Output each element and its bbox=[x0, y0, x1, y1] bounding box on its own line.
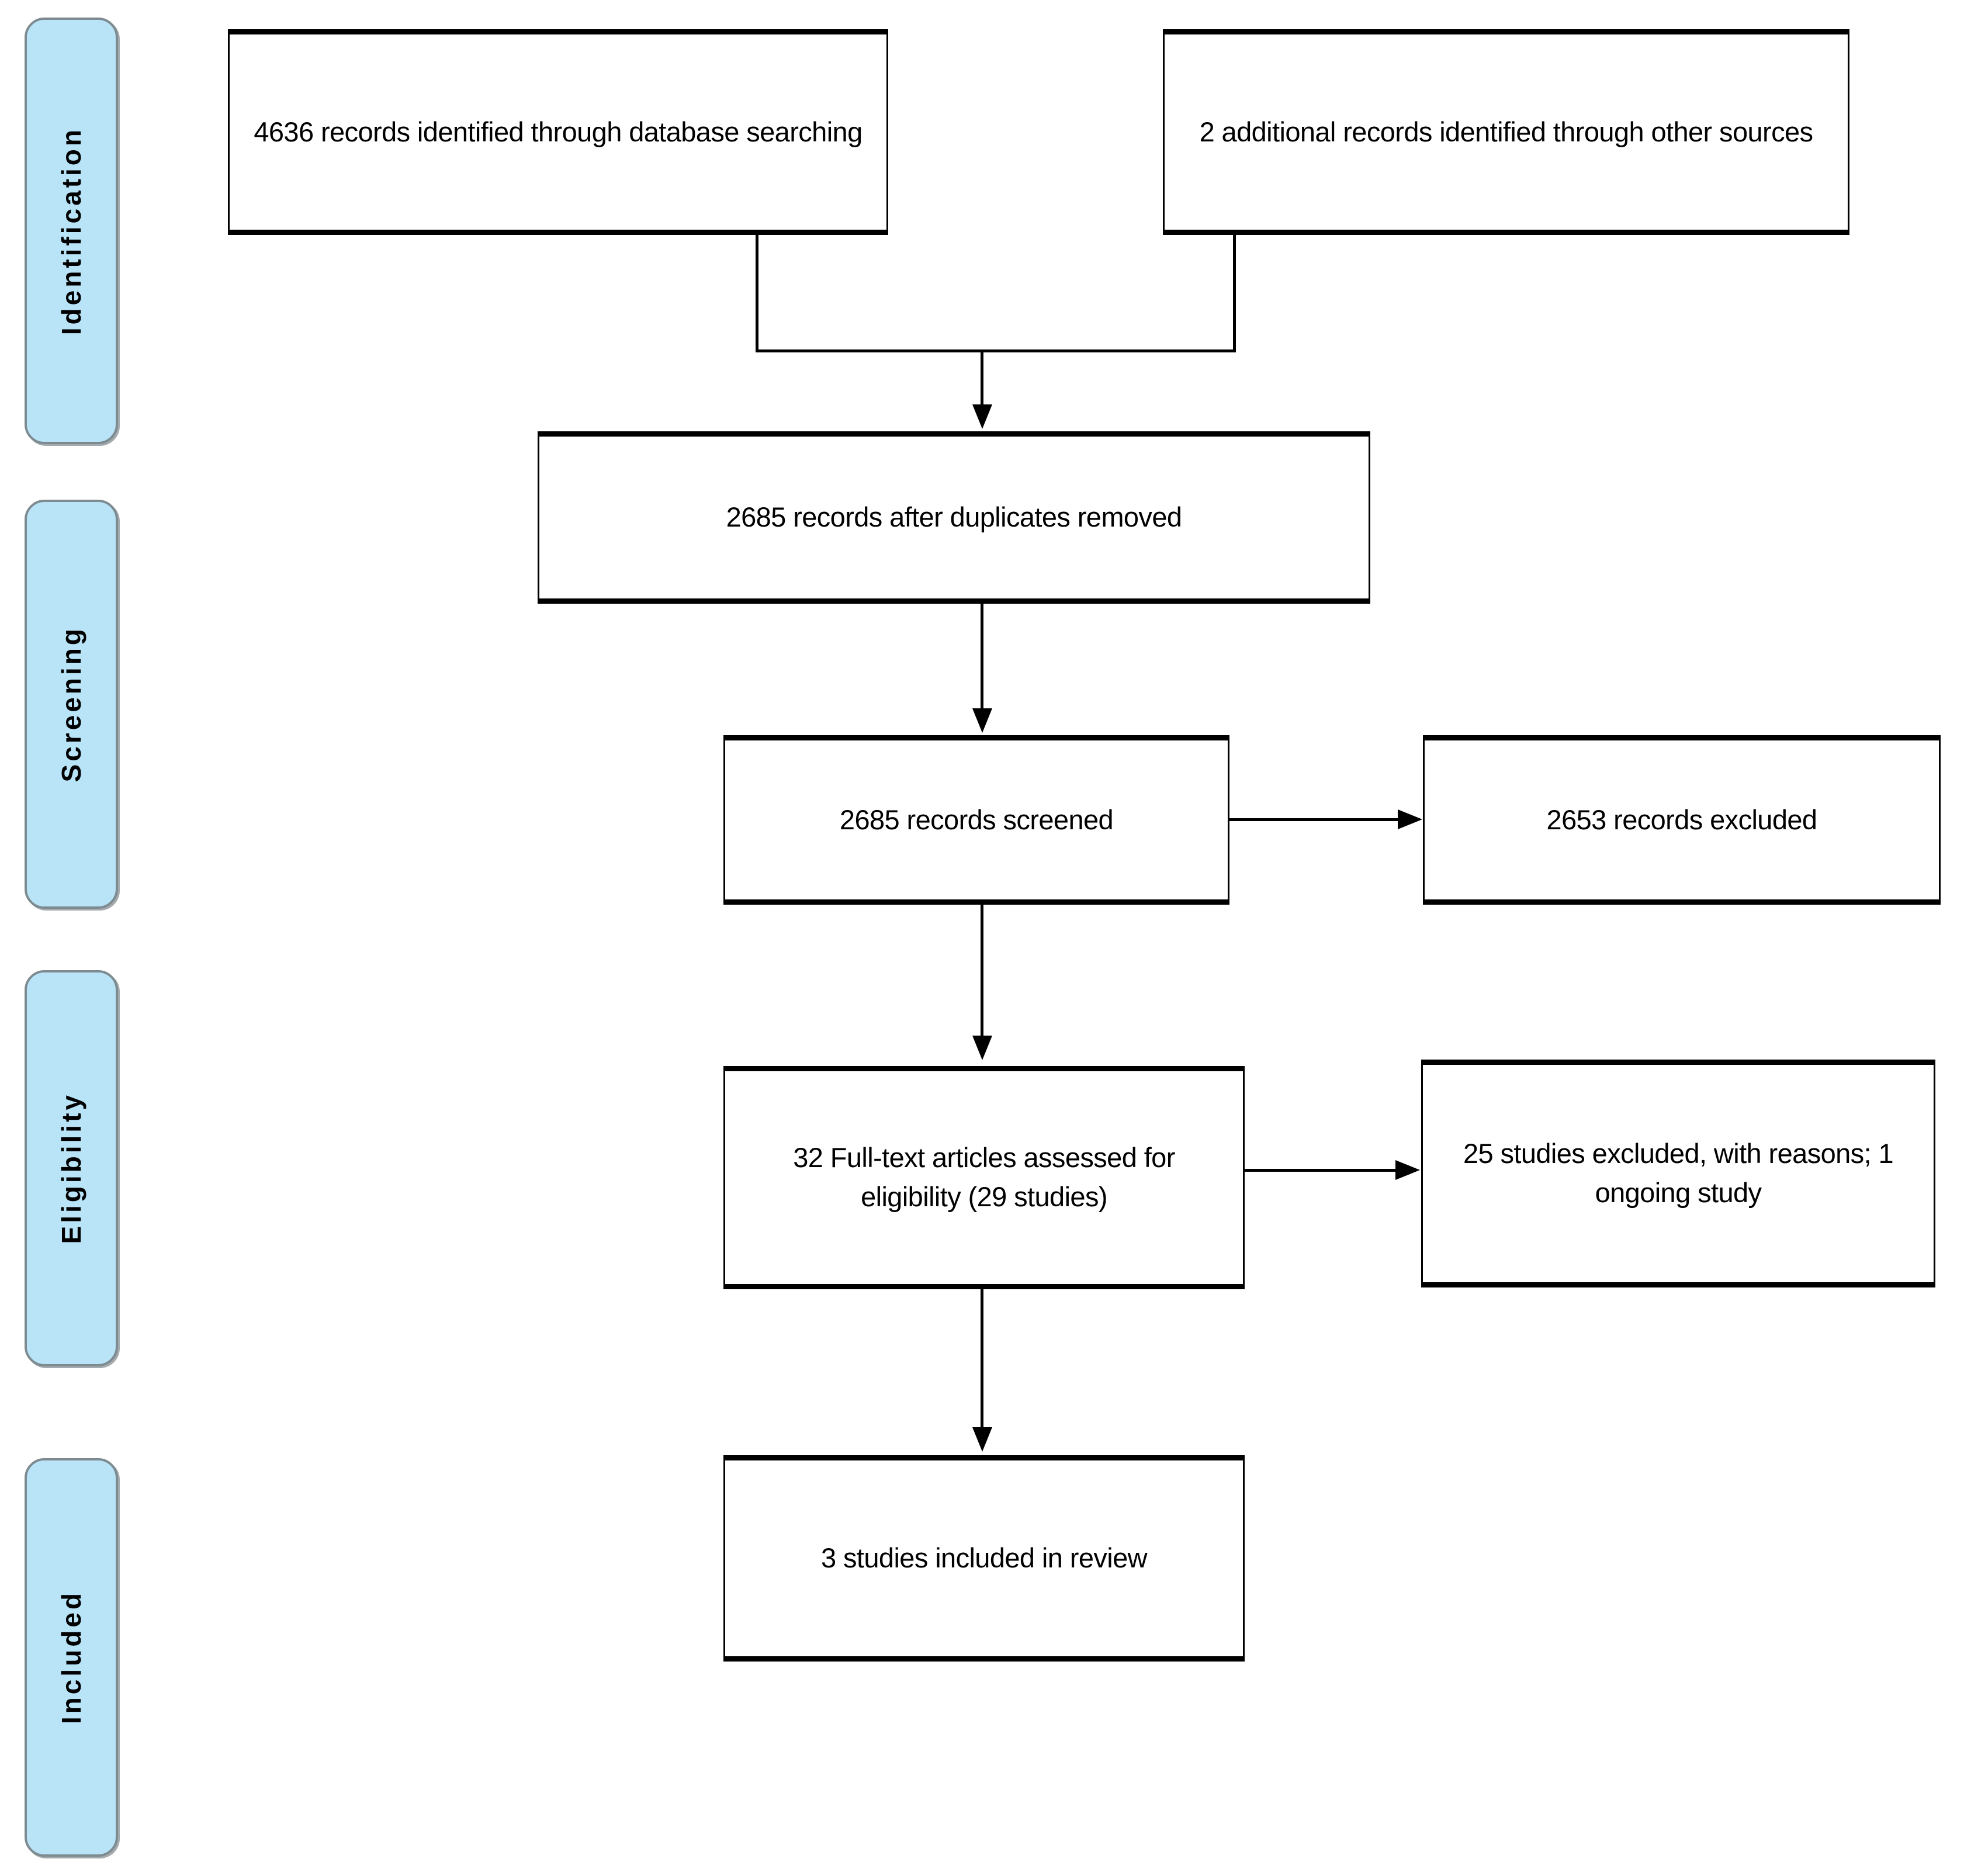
connector-other-down bbox=[1233, 235, 1236, 352]
box-records-excluded-text: 2653 records excluded bbox=[1546, 804, 1818, 835]
phase-pill-identification: Identification bbox=[25, 18, 118, 444]
arrow-to-included-icon bbox=[972, 1427, 992, 1452]
connector-merge-down bbox=[981, 349, 983, 408]
box-records-after-duplicates-text: 2685 records after duplicates removed bbox=[726, 501, 1182, 533]
box-studies-excluded: 25 studies excluded, with reasons; 1 ong… bbox=[1421, 1060, 1935, 1287]
arrow-to-fulltext-icon bbox=[972, 1036, 992, 1060]
box-records-after-duplicates: 2685 records after duplicates removed bbox=[538, 431, 1370, 604]
phase-label-screening: Screening bbox=[56, 626, 86, 783]
connector-duplicates-to-screened bbox=[981, 604, 983, 712]
phase-label-identification: Identification bbox=[56, 126, 86, 335]
phase-pill-eligibility: Eligibility bbox=[25, 970, 118, 1366]
box-records-identified-other-text: 2 additional records identified through … bbox=[1199, 116, 1813, 147]
connector-screened-to-fulltext bbox=[981, 905, 983, 1038]
connector-db-down bbox=[756, 235, 758, 352]
box-studies-included: 3 studies included in review bbox=[723, 1455, 1245, 1662]
box-studies-excluded-text: 25 studies excluded, with reasons; 1 ong… bbox=[1463, 1138, 1894, 1208]
connector-fulltext-to-excluded bbox=[1245, 1169, 1397, 1172]
phase-label-included: Included bbox=[56, 1590, 86, 1725]
phase-pill-included: Included bbox=[25, 1458, 118, 1857]
arrow-to-screened-icon bbox=[972, 708, 992, 733]
arrow-to-excluded-icon bbox=[1398, 809, 1422, 829]
arrow-to-duplicates-icon bbox=[972, 404, 992, 429]
box-studies-included-text: 3 studies included in review bbox=[821, 1542, 1148, 1574]
phase-label-eligibility: Eligibility bbox=[56, 1092, 86, 1244]
phase-pill-screening: Screening bbox=[25, 500, 118, 909]
connector-fulltext-to-included bbox=[981, 1289, 983, 1430]
box-records-screened-text: 2685 records screened bbox=[839, 804, 1114, 835]
box-records-identified-other: 2 additional records identified through … bbox=[1163, 29, 1849, 235]
box-records-identified-database: 4636 records identified through database… bbox=[228, 29, 888, 235]
box-fulltext-assessed-text: 32 Full-text articles assessed for eligi… bbox=[793, 1142, 1175, 1212]
connector-screened-to-excluded bbox=[1229, 818, 1399, 821]
box-fulltext-assessed: 32 Full-text articles assessed for eligi… bbox=[723, 1066, 1245, 1289]
arrow-to-studies-excluded-icon bbox=[1395, 1160, 1420, 1180]
box-records-excluded: 2653 records excluded bbox=[1423, 735, 1941, 905]
connector-merge-horizontal bbox=[756, 349, 1236, 352]
box-records-identified-database-text: 4636 records identified through database… bbox=[254, 116, 863, 147]
box-records-screened: 2685 records screened bbox=[723, 735, 1229, 905]
